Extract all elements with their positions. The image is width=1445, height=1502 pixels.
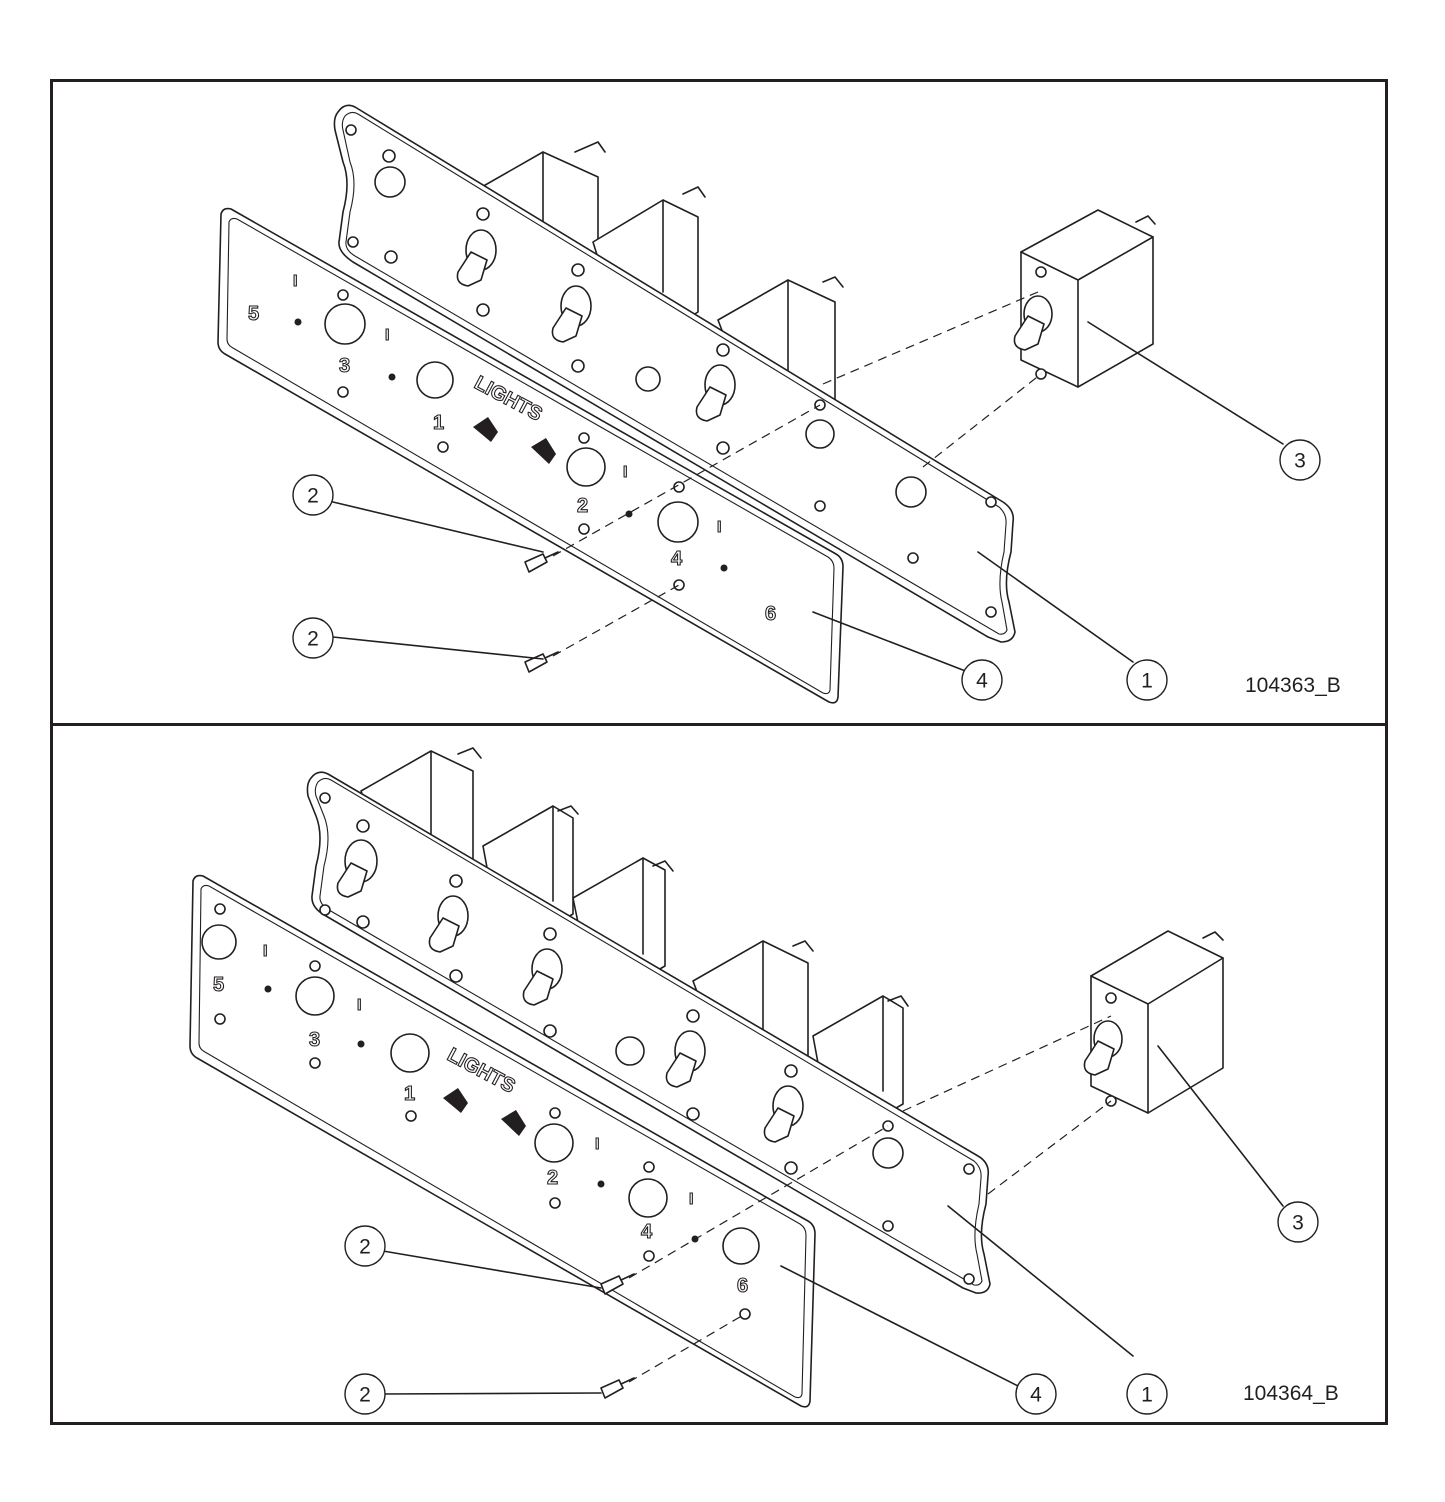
svg-text:1: 1 [1141, 670, 1153, 693]
svg-text:2: 2 [359, 1236, 371, 1259]
label-num-5: 5 [248, 303, 259, 325]
toggle-switch-1 [336, 819, 378, 929]
svg-text:2: 2 [307, 485, 319, 508]
callout-2a: 2 [292, 474, 334, 516]
callout-3: 3 [1279, 439, 1321, 481]
svg-text:2: 2 [307, 628, 319, 651]
headlight-icon [501, 1110, 526, 1136]
drawing-number: 104364_B [1243, 1382, 1339, 1405]
label-num-2: 2 [577, 495, 588, 517]
label-num-6: 6 [765, 603, 776, 625]
tick-mark: I [623, 464, 627, 481]
screw [524, 551, 559, 573]
toggle-switch-2 [551, 263, 592, 373]
toggle-switch-3 [522, 927, 563, 1038]
exploded-view-top: 5 3 1 2 4 6 I I I I LIGHTS [217, 104, 1284, 704]
headlight-icon [531, 438, 556, 464]
callout-1: 1 [1126, 1373, 1168, 1415]
callouts-top: 2 2 3 4 1 [292, 439, 1321, 701]
callout-2b: 2 [292, 617, 334, 659]
toggle-switch-5 [763, 1064, 804, 1175]
front-label-panel: 5 3 1 2 4 6 I I I I LIGHTS [217, 207, 844, 704]
exploded-view-bottom: 5 3 1 2 4 6 I I I I LIGHTS [189, 747, 1284, 1408]
toggle-switch-2 [428, 874, 469, 983]
label-num-3: 3 [339, 355, 350, 377]
svg-text:3: 3 [1294, 450, 1306, 473]
label-num-6: 6 [737, 1275, 748, 1297]
front-label-panel: 5 3 1 2 4 6 I I I I LIGHTS [189, 874, 816, 1408]
drawing-number: 104363_B [1245, 674, 1341, 697]
tick-mark: I [293, 273, 297, 290]
screw [600, 1377, 635, 1399]
back-plate [306, 771, 991, 1294]
svg-text:4: 4 [976, 670, 988, 693]
callout-3: 3 [1277, 1201, 1319, 1243]
back-plate [333, 104, 1016, 643]
toggle-switch-3 [695, 343, 736, 455]
callout-4: 4 [1015, 1373, 1057, 1415]
label-num-5: 5 [213, 974, 224, 996]
label-num-4: 4 [671, 548, 683, 570]
label-num-4: 4 [641, 1221, 653, 1243]
callout-4: 4 [961, 659, 1003, 701]
label-num-2: 2 [547, 1167, 558, 1189]
screw [600, 1273, 635, 1295]
label-num-1: 1 [433, 412, 444, 434]
callout-2a: 2 [344, 1225, 386, 1267]
label-num-3: 3 [309, 1029, 320, 1051]
circuit-breaker [1083, 930, 1224, 1114]
tick-mark: I [595, 1136, 599, 1153]
svg-text:3: 3 [1292, 1212, 1304, 1235]
svg-text:1: 1 [1141, 1384, 1153, 1407]
toggle-switch-1 [456, 207, 497, 317]
figure-top: 5 3 1 2 4 6 I I I I LIGHTS [50, 79, 1388, 726]
svg-text:4: 4 [1030, 1384, 1042, 1407]
tick-mark: I [357, 997, 361, 1014]
callout-2b: 2 [344, 1373, 386, 1415]
toggle-switch-4 [665, 1009, 706, 1121]
label-num-1: 1 [404, 1083, 415, 1105]
headlight-icon [443, 1088, 468, 1113]
figure-bottom: 5 3 1 2 4 6 I I I I LIGHTS [50, 723, 1388, 1425]
svg-text:2: 2 [359, 1384, 371, 1407]
headlight-icon [473, 417, 498, 442]
callout-1: 1 [1126, 659, 1168, 701]
tick-mark: I [717, 519, 721, 536]
callouts-bottom: 2 2 3 4 1 [344, 1201, 1319, 1415]
tick-mark: I [689, 1191, 693, 1208]
tick-mark: I [263, 943, 267, 960]
tick-mark: I [385, 327, 389, 344]
